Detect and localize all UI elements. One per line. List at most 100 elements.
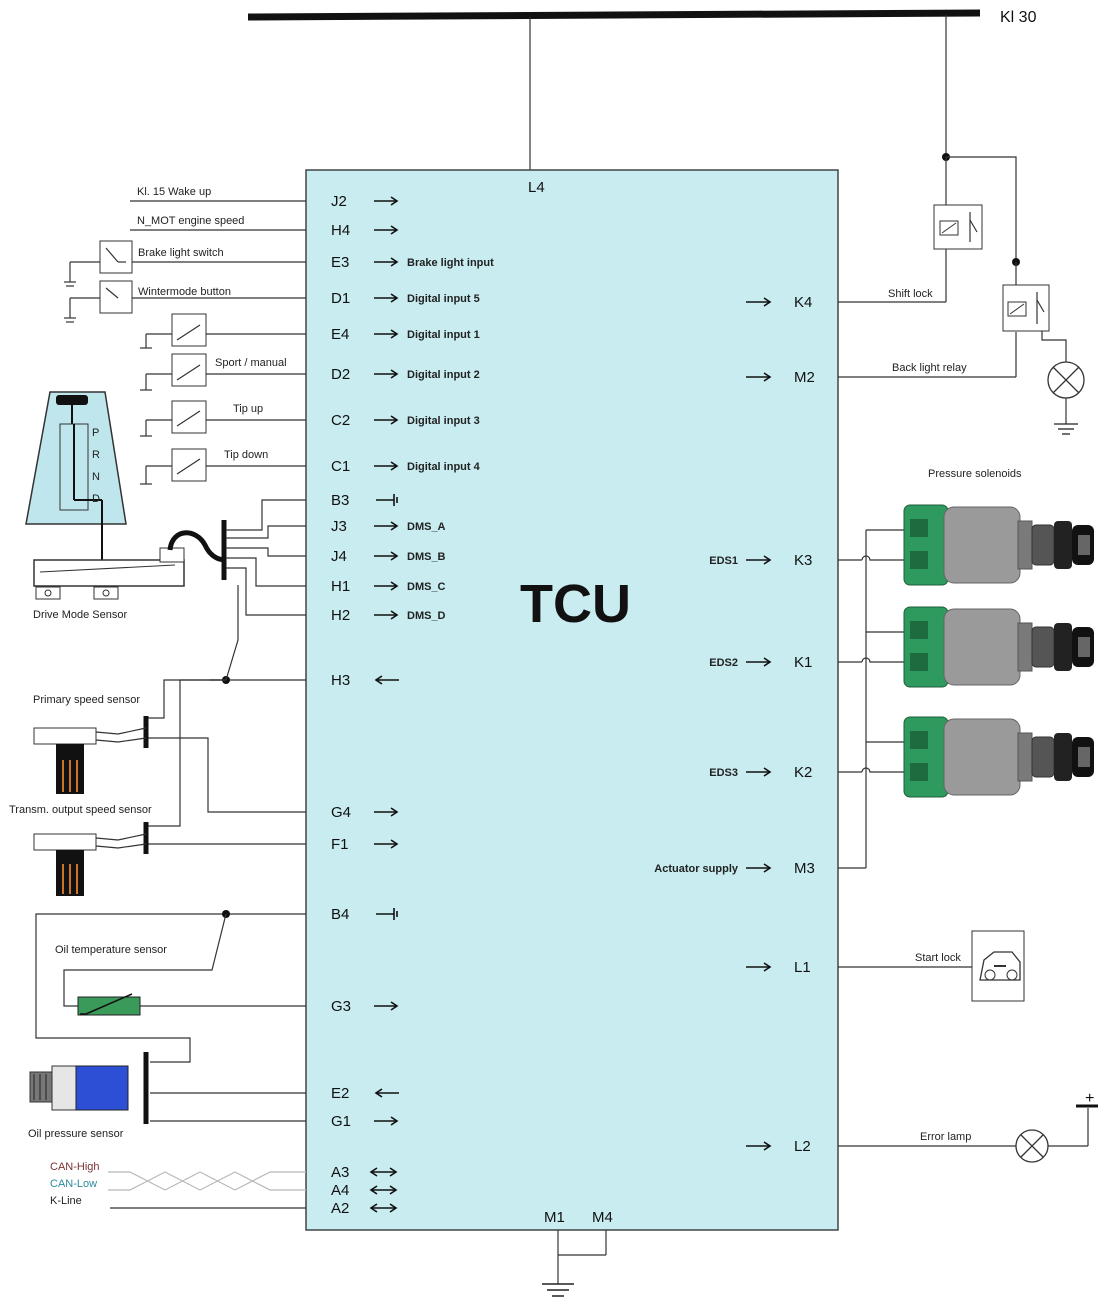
pin-signal-label: EDS2 [709,657,738,669]
pin-label: D1 [331,290,350,307]
pin-arrow-icon [746,1141,772,1151]
pin-signal-label: EDS3 [709,767,738,779]
pin-arrow-icon [374,581,399,591]
pin-arrow-icon [746,767,772,777]
switch-e4-icon [140,313,306,349]
brake-light-switch-label: Brake light switch [138,247,224,259]
ground-symbol-icon [542,1283,574,1297]
primary-speed-sensor-icon [33,716,149,794]
error-lamp-label: Error lamp [920,1131,971,1143]
nmot-label: N_MOT engine speed [137,215,244,227]
left-pin-g4: G4 [331,804,399,821]
kl30-bus [247,9,981,21]
pin-label: A2 [331,1200,349,1217]
pin-arrow-icon [374,839,399,849]
drive-mode-sensor-label: Drive Mode Sensor [33,609,127,621]
gear-letter-d: D [92,493,100,505]
pin-arrow-icon [374,196,399,206]
pin-arrow-icon [369,1203,398,1213]
tip-up-label: Tip up [233,403,263,415]
pin-arrow-icon [376,494,398,506]
pin-label: K4 [794,294,812,311]
left-pin-b4: B4 [331,906,398,923]
left-pin-e3: E3 Brake light input [331,254,494,271]
drive-mode-sensor-icon [33,520,227,600]
pin-arrow-icon [374,329,399,339]
left-pin-a4: A4 [331,1182,398,1199]
pin-signal-label: Brake light input [407,257,494,269]
kl15-label: Kl. 15 Wake up [137,186,211,198]
left-pin-b3: B3 [331,492,398,509]
pin-arrow-icon [374,551,399,561]
pin-arrow-icon [746,657,772,667]
right-pin-m2: M2 [746,369,815,386]
pin-arrow-icon [374,369,399,379]
oil-temperature-sensor-label: Oil temperature sensor [55,944,167,956]
left-pin-h4: H4 [331,222,399,239]
oil-temperature-wiring [35,910,306,1063]
pin-arrow-icon [746,962,772,972]
pin-signal-label: DMS_B [407,551,446,563]
pin-label: A4 [331,1182,349,1199]
pin-arrow-icon [746,863,772,873]
pin-label: E3 [331,254,349,271]
pin-label: E4 [331,326,349,343]
kl30-label: Kl 30 [1000,9,1037,26]
pin-label: K1 [794,654,812,671]
back-light-relay-wiring [838,258,1067,424]
pin-arrow-icon [374,293,399,303]
pin-label: M3 [794,860,815,877]
pin-arrow-icon [374,1001,399,1011]
output-speed-sensor-icon [33,822,149,896]
left-pin-j2: J2 [331,193,399,210]
left-pin-g1: G1 [331,1113,399,1130]
k-line-label: K-Line [50,1195,82,1207]
pin-label: J4 [331,548,347,565]
oil-temperature-sensor-icon [77,993,141,1016]
pin-arrow-icon [374,1088,399,1098]
pin-arrow-icon [374,675,399,685]
pin-label: G3 [331,998,351,1015]
gear-letter-n: N [92,471,100,483]
pin-arrow-icon [374,225,399,235]
right-pin-l2: L2 [746,1138,811,1155]
tcu-title: TCU [520,574,631,634]
back-light-lamp-icon [1047,361,1085,399]
pin-label: C2 [331,412,350,429]
pressure-solenoid-1-icon [903,504,1094,586]
right-pin-k1: K1 EDS2 [709,654,812,671]
pin-label: K2 [794,764,812,781]
solenoid-wiring [838,529,904,869]
start-lock-label: Start lock [915,952,961,964]
wintermode-label: Wintermode button [138,286,231,298]
right-pin-k4: K4 [746,294,812,311]
ground-pin-m1: M1 [544,1209,565,1226]
pin-label: H1 [331,578,350,595]
tip-down-switch-icon [140,448,306,485]
left-pin-j4: J4 DMS_B [331,548,446,565]
tip-up-switch-icon [140,400,306,437]
pressure-solenoid-3-icon [903,716,1094,798]
output-speed-sensor-label: Transm. output speed sensor [9,804,152,816]
primary-speed-sensor-label: Primary speed sensor [33,694,140,706]
left-pin-g3: G3 [331,998,399,1015]
dms-wires [226,499,306,616]
pin-arrow-icon [374,415,399,425]
pin-label: C1 [331,458,350,475]
pin-arrow-icon [369,1167,398,1177]
wintermode-button-icon [64,280,306,323]
pin-label: K3 [794,552,812,569]
ground-pin-m4: M4 [592,1209,613,1226]
pin-label: J2 [331,193,347,210]
sport-manual-label: Sport / manual [215,357,287,369]
pin-signal-label: DMS_D [407,610,446,622]
shift-lock-wiring [838,15,1017,303]
